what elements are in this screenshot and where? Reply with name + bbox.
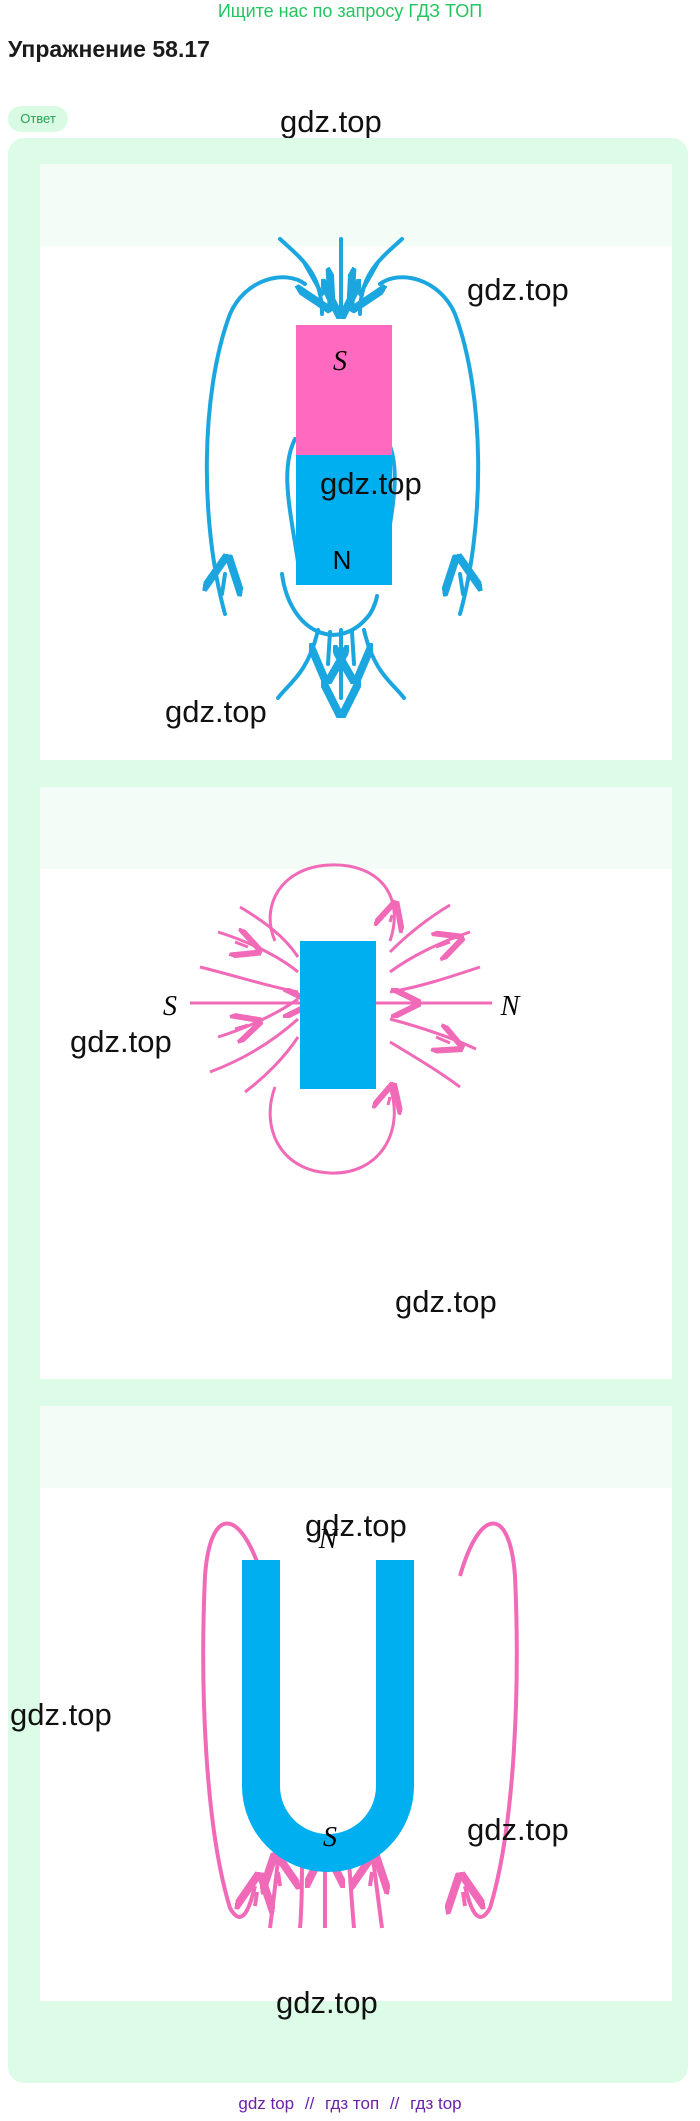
pole-label-n: N [333,545,352,575]
field-line-inner-left [285,437,300,564]
field-line-right [378,275,481,616]
horseshoe-body [242,1560,414,1872]
figure-card-header [40,164,672,246]
figure-card-bar-magnet: S N [40,164,672,760]
field-line-outer-right [458,1521,519,1919]
watermark: gdz.top [305,1508,407,1543]
footer-link-gdz-top-mixed[interactable]: гдз top [410,2094,462,2113]
watermark: gdz.top [276,1985,378,2020]
watermark: gdz.top [10,1697,112,1732]
field-line-bottom-inner [280,572,379,637]
answer-panel: S N [8,138,688,2083]
field-line-left [204,275,307,616]
search-banner[interactable]: Ищите нас по запросу ГДЗ ТОП [217,1,483,21]
figure-card-header [40,787,672,869]
horizontal-magnet-figure: S N [163,863,521,1175]
figure-card-header [40,1406,672,1488]
field-line-outer-left [201,1521,264,1919]
footer-separator: // [389,2094,400,2113]
magnet-body [300,941,376,1089]
pole-label-s: S [163,991,177,1022]
footer-link-gdz-top[interactable]: gdz top [238,2094,295,2113]
field-line-bl [276,628,320,700]
field-line-left-3 [199,965,299,994]
magnet-south-half [296,325,392,455]
watermark: gdz.top [280,104,382,139]
field-lines-pink [190,863,492,1175]
field-lines [204,237,481,700]
pole-label-s: S [323,1822,337,1853]
bar-magnet-figure: S N [40,237,672,760]
horseshoe-magnet-figure: N S [201,1521,519,1929]
loop-top [268,863,396,942]
watermark: gdz.top [70,1024,172,1059]
watermark: gdz.top [320,466,422,501]
watermark: gdz.top [395,1284,497,1319]
figure-card-horseshoe-magnet: N S [40,1406,672,2001]
pole-label-s: S [333,346,347,377]
magnet-north-half [296,455,392,585]
pole-label-n: N [500,991,521,1022]
footer-separator: // [304,2094,315,2113]
footer-links: gdz top // гдз топ // гдз top [0,2094,700,2114]
figure-card-horizontal-magnet: S N [40,787,672,1379]
field-line-br [362,628,406,700]
page-title: Упражнение 58.17 [8,36,210,62]
field-line-left-4 [209,1017,300,1074]
field-line-right-1 [389,930,471,974]
answer-badge[interactable]: Ответ [8,106,68,132]
footer-link-gdz-top-ru[interactable]: гдз топ [325,2094,380,2113]
field-line-left-1 [217,930,299,974]
field-line-left-2 [217,997,299,1039]
loop-bottom [268,1086,396,1175]
pole-label-n: N [318,1524,339,1555]
watermark: gdz.top [165,694,267,729]
watermark: gdz.top [467,1812,569,1847]
watermark: gdz.top [467,272,569,307]
